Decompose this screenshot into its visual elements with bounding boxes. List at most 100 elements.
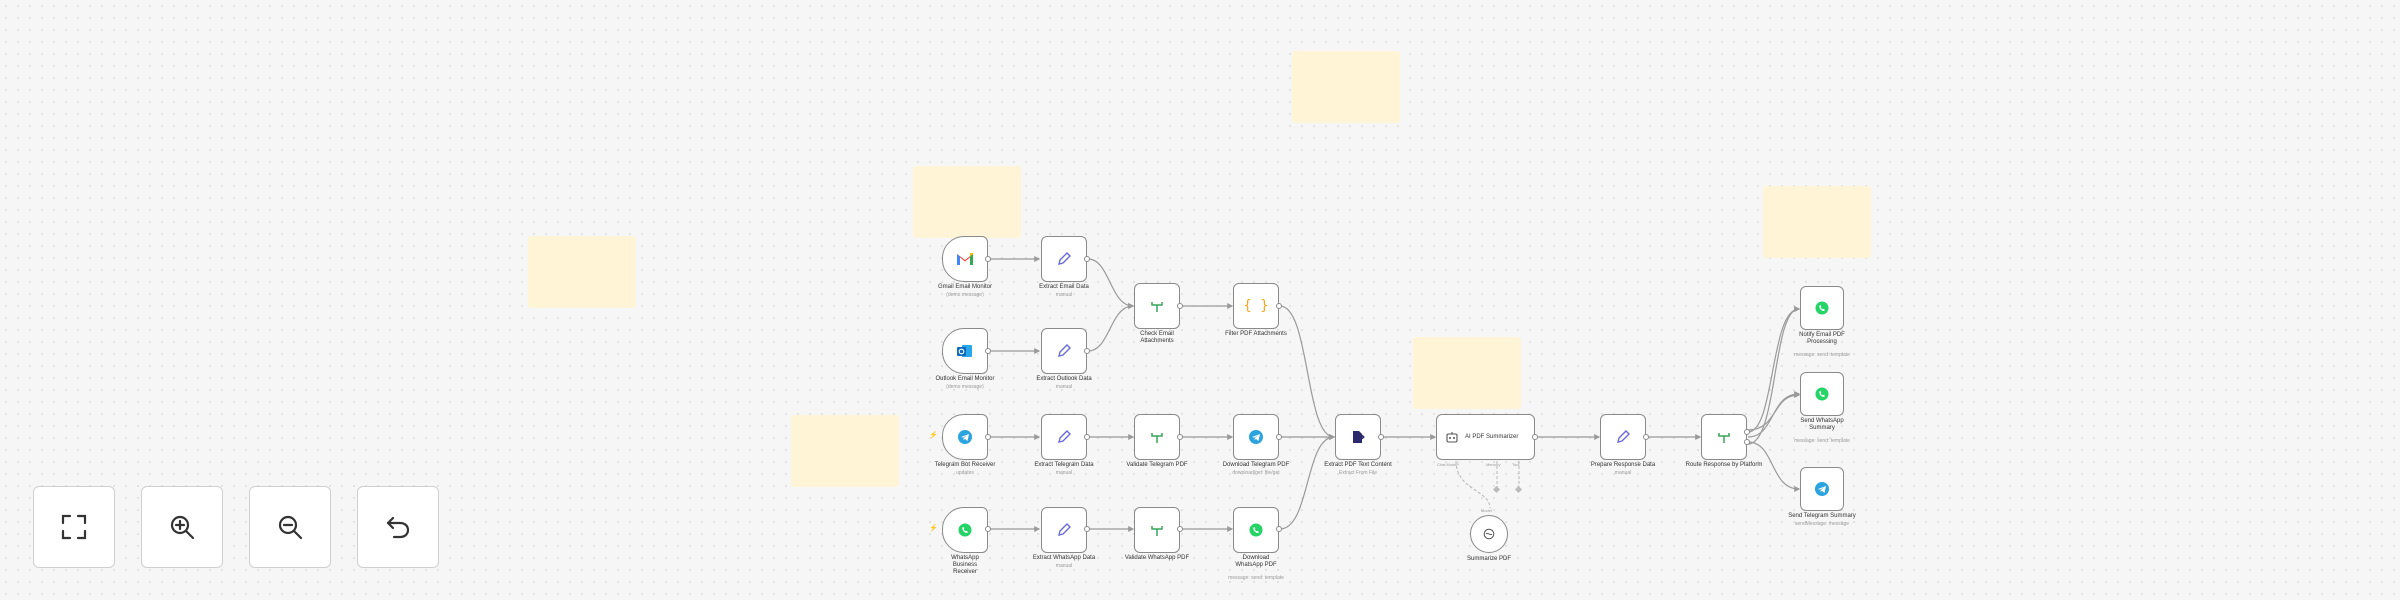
node-subtitle: updates: [956, 470, 974, 476]
sticky-note[interactable]: [791, 415, 899, 487]
zoom-in-icon: [168, 513, 196, 541]
output-handle[interactable]: [1378, 434, 1384, 440]
gmail-trigger-node[interactable]: [942, 236, 988, 282]
filter-pdf-node[interactable]: { }: [1233, 283, 1279, 329]
node-title: Telegram Bot Receiver: [934, 462, 996, 468]
node-title: Send Telegram Summary: [1788, 513, 1856, 519]
output-handle[interactable]: [1084, 526, 1090, 532]
download-whatsapp-node[interactable]: [1233, 507, 1279, 553]
sticky-note[interactable]: [1763, 186, 1871, 258]
ai-summarizer-node[interactable]: AI PDF Summarizer: [1436, 414, 1535, 460]
telegram-icon: [1249, 430, 1263, 444]
pencil-icon: [1616, 430, 1630, 444]
node-title: Extract Outlook Data: [1036, 376, 1092, 382]
node-subtitle: message: send: template: [1794, 438, 1850, 444]
download-telegram-node[interactable]: [1233, 414, 1279, 460]
sticky-note[interactable]: [1292, 51, 1400, 123]
send-whatsapp-node[interactable]: [1800, 372, 1844, 416]
node-title: Outlook Email Monitor: [935, 376, 995, 382]
extract-email-node[interactable]: [1041, 236, 1087, 282]
output-handle[interactable]: [1177, 434, 1183, 440]
prepare-response-node[interactable]: [1600, 414, 1646, 460]
node-subtitle: Extract From File: [1338, 470, 1378, 476]
output-handle[interactable]: [1276, 434, 1282, 440]
output-handle[interactable]: [1643, 434, 1649, 440]
output-handle[interactable]: [1744, 439, 1750, 445]
send-telegram-node[interactable]: [1800, 467, 1844, 511]
summarize-pdf-node[interactable]: [1470, 515, 1508, 553]
node-title: Summarize PDF: [1466, 556, 1511, 562]
node-title: Prepare Response Data: [1590, 462, 1656, 468]
extract-outlook-node[interactable]: [1041, 328, 1087, 374]
port-label-memory: Memory: [1486, 462, 1501, 467]
outlook-trigger-node[interactable]: [942, 328, 988, 374]
extract-pdf-text-node[interactable]: [1335, 414, 1381, 460]
node-title: Extract WhatsApp Data: [1032, 555, 1096, 561]
output-handle[interactable]: [1084, 348, 1090, 354]
output-handle[interactable]: [1177, 303, 1183, 309]
robot-icon: [1445, 431, 1459, 443]
validate-telegram-node[interactable]: [1134, 414, 1180, 460]
if-icon: [1150, 430, 1164, 444]
output-handle[interactable]: [1084, 256, 1090, 262]
whatsapp-icon: [1815, 301, 1829, 315]
fit-view-button[interactable]: [33, 486, 115, 568]
telegram-trigger-node[interactable]: [942, 414, 988, 460]
node-title: Notify Email PDF Processing: [1799, 332, 1845, 345]
sticky-note[interactable]: [1413, 337, 1521, 409]
output-handle[interactable]: [1177, 526, 1183, 532]
check-email-node[interactable]: [1134, 283, 1180, 329]
sticky-note[interactable]: [913, 166, 1021, 238]
port-label-tool: Tool: [1512, 462, 1520, 467]
node-title: Download WhatsApp PDF: [1235, 555, 1277, 568]
output-handle[interactable]: [985, 348, 991, 354]
node-subtitle: manual: [1055, 563, 1073, 569]
model-tag: Model: [1481, 508, 1492, 513]
output-handle[interactable]: [985, 256, 991, 262]
node-subtitle: (demo message): [946, 292, 984, 298]
whatsapp-icon: [1815, 387, 1829, 401]
node-subtitle: manual: [1055, 470, 1073, 476]
whatsapp-trigger-node[interactable]: [942, 507, 988, 553]
telegram-icon: [958, 430, 972, 444]
node-title: Gmail Email Monitor: [937, 284, 992, 290]
output-handle[interactable]: [1744, 429, 1750, 435]
output-handle[interactable]: [1276, 303, 1282, 309]
output-handle[interactable]: [1276, 526, 1282, 532]
output-handle[interactable]: [1532, 434, 1538, 440]
output-handle[interactable]: [985, 434, 991, 440]
zoom-in-button[interactable]: [141, 486, 223, 568]
node-title: Extract PDF Text Content: [1324, 462, 1392, 468]
validate-whatsapp-node[interactable]: [1134, 507, 1180, 553]
node-subtitle: message: send: template: [1228, 575, 1284, 581]
port-label-chat-model: Chat Model*: [1437, 462, 1460, 467]
telegram-icon: [1815, 482, 1829, 496]
node-subtitle: sendMessage: message: [1794, 521, 1850, 527]
pencil-icon: [1057, 430, 1071, 444]
pencil-icon: [1057, 252, 1071, 266]
zoom-out-button[interactable]: [249, 486, 331, 568]
undo-button[interactable]: [357, 486, 439, 568]
route-response-node[interactable]: [1701, 414, 1747, 460]
output-handle[interactable]: [985, 526, 991, 532]
sticky-note[interactable]: [528, 236, 636, 308]
extract-whatsapp-node[interactable]: [1041, 507, 1087, 553]
node-title: WhatsApp Business Receiver: [951, 555, 979, 575]
node-title: Check Email Attachments: [1140, 331, 1174, 344]
extract-telegram-node[interactable]: [1041, 414, 1087, 460]
undo-icon: [384, 513, 412, 541]
node-title: Send WhatsApp Summary: [1800, 418, 1844, 431]
output-handle[interactable]: [1084, 434, 1090, 440]
node-subtitle: manual: [1055, 384, 1073, 390]
node-subtitle: manual: [1055, 292, 1073, 298]
code-icon: { }: [1243, 298, 1269, 314]
model-icon: [1483, 528, 1495, 540]
trigger-bolt-icon: ⚡: [929, 432, 938, 439]
fit-view-icon: [60, 513, 88, 541]
pencil-icon: [1057, 523, 1071, 537]
if-icon: [1150, 523, 1164, 537]
node-title: Route Response by Platform: [1685, 462, 1763, 468]
notify-email-node[interactable]: [1800, 286, 1844, 330]
node-title: AI PDF Summarizer: [1465, 433, 1519, 440]
